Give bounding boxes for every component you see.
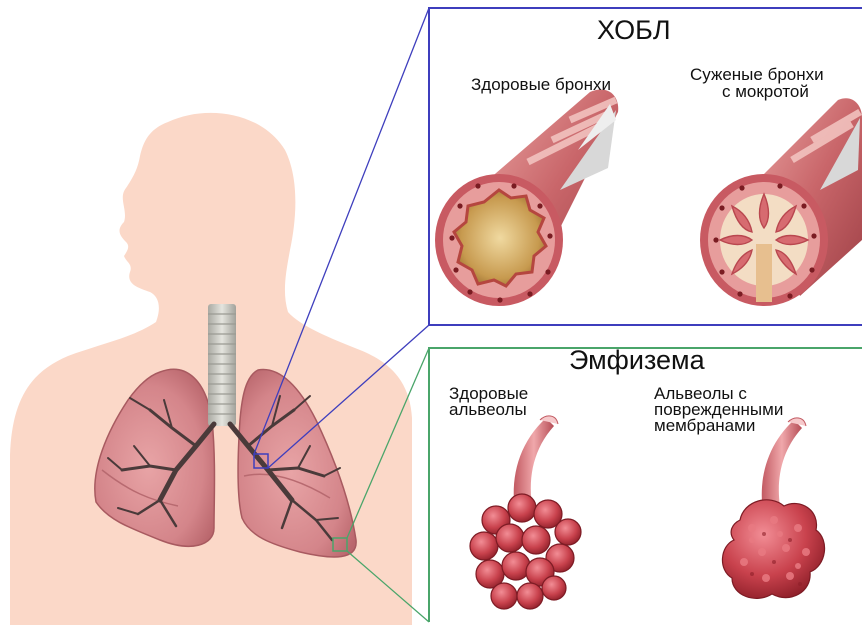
- healthy-alveoli-illustration: [470, 416, 581, 609]
- trachea: [208, 304, 236, 426]
- healthy-alveoli-label-line2: альвеолы: [449, 401, 527, 418]
- damaged-alveoli-illustration: [722, 418, 824, 598]
- narrowed-bronchi-label-line1: Суженые бронхи: [690, 66, 824, 83]
- emphysema-title: Эмфизема: [569, 347, 705, 374]
- narrowed-bronchus-illustration: [700, 98, 862, 306]
- damaged-alveoli-label-line3: мембранами: [654, 417, 755, 434]
- narrowed-bronchi-label-line2: с мокротой: [722, 83, 809, 100]
- copd-title: ХОБЛ: [597, 17, 671, 44]
- healthy-bronchus-illustration: [435, 89, 618, 306]
- healthy-bronchi-label: Здоровые бронхи: [471, 76, 611, 93]
